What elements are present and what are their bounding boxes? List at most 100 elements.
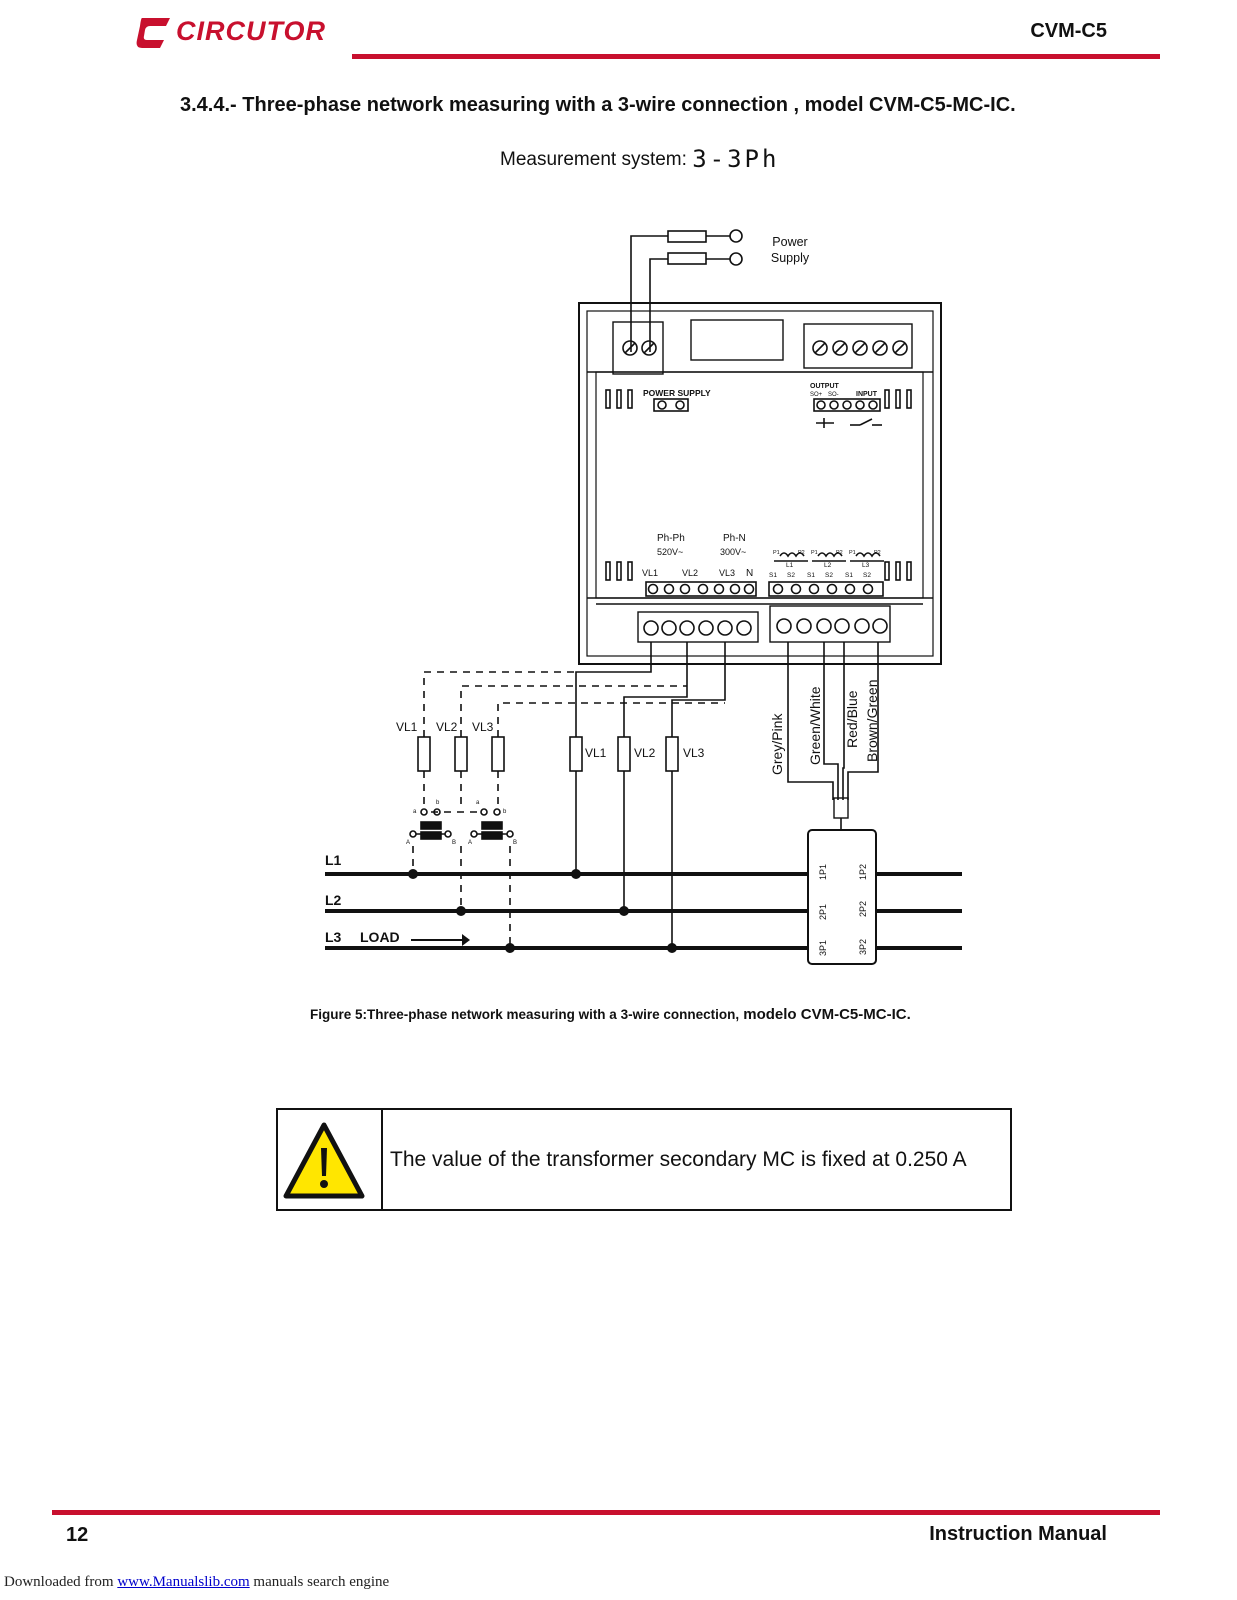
measurement-system-line: Measurement system: 3-3Ph: [500, 145, 779, 173]
device-terminal-vl3: VL3: [719, 568, 735, 578]
fuse-vl3: [665, 736, 679, 772]
download-prefix: Downloaded from: [4, 1574, 118, 1590]
power-lines: [325, 872, 962, 950]
manual-title: Instruction Manual: [929, 1523, 1107, 1545]
vt-label: a: [476, 800, 480, 806]
vt-label: A: [468, 840, 472, 846]
voltage-wiring: [569, 642, 726, 948]
vt-fuse-label-vl2: VL2: [436, 720, 458, 734]
ct-top-label: P2: [798, 550, 805, 556]
manualslib-link[interactable]: www.Manualslib.com: [117, 1574, 250, 1590]
vt-label: B: [513, 840, 517, 846]
ct-module-label: 2P1: [818, 904, 828, 920]
wire-color-grey-pink: Grey/Pink: [769, 713, 785, 775]
ct-phase-label: L1: [786, 562, 794, 569]
fuse-label-vl1: VL1: [585, 746, 607, 760]
ct-top-label: P2: [874, 550, 881, 556]
fuse-label-vl2: VL2: [634, 746, 656, 760]
ct-bottom-label: S2: [825, 572, 833, 579]
device-terminal-vl2: VL2: [682, 568, 698, 578]
circutor-logo: CIRCUTOR: [136, 14, 341, 52]
device-power-supply-label: POWER SUPPLY: [643, 388, 711, 398]
ct-wiring: [787, 642, 879, 830]
footer-rule: [52, 1510, 1160, 1515]
power-supply-terminal-block: [612, 321, 664, 375]
ct-module-label: 3P1: [818, 940, 828, 956]
ct-bottom-label: S1: [769, 572, 777, 579]
ph-n-voltage: 300V~: [720, 547, 746, 557]
download-suffix: manuals search engine: [249, 1574, 390, 1590]
vt-fuse-vl3: [491, 736, 505, 772]
vt-dashed-wiring: [412, 671, 725, 948]
figure-caption-main: Figure 5:Three-phase network measuring w…: [310, 1007, 740, 1022]
document-model: CVM-C5: [1030, 20, 1107, 42]
vt-label: B: [452, 840, 456, 846]
measurement-label: Measurement system:: [500, 149, 687, 170]
power-fuse-2: [667, 252, 707, 265]
page-number: 12: [66, 1524, 89, 1546]
vt-core-1b: [420, 831, 442, 840]
ct-bottom-label: S2: [863, 572, 871, 579]
device-input-label: INPUT: [856, 391, 878, 398]
warning-note: The value of the transformer secondary M…: [276, 1108, 1012, 1211]
vt-label: A: [406, 840, 410, 846]
ct-top-label: P1: [773, 550, 780, 556]
fuse-vl2: [617, 736, 631, 772]
ct-module-label: 1P1: [818, 864, 828, 880]
brand-name: CIRCUTOR: [176, 16, 327, 46]
vt-core-1a: [420, 821, 442, 830]
figure-caption-model: modelo CVM-C5-MC-IC.: [739, 1006, 911, 1023]
power-supply-fuses: [630, 229, 743, 352]
power-terminal-2: [729, 252, 743, 266]
vt-fuse-label-vl3: VL3: [472, 720, 494, 734]
ct-bottom-label: S1: [845, 572, 853, 579]
figure-caption: Figure 5:Three-phase network measuring w…: [310, 1006, 911, 1023]
warning-icon: [283, 1122, 365, 1199]
vt-label: b: [436, 800, 440, 806]
wiring-diagram: Power Supply POWER SUPPLY OUTPUT SO+ SO-…: [325, 229, 962, 965]
ct-top-label: P1: [811, 550, 818, 556]
voltage-terminal-block: [637, 611, 759, 643]
ph-n-label: Ph-N: [723, 533, 746, 544]
ct-module-label: 3P2: [858, 939, 868, 955]
measurement-display: 3-3Ph: [692, 145, 780, 173]
vt-label: b: [503, 809, 507, 815]
ct-top-label: P1: [849, 550, 856, 556]
download-notice: Downloaded from www.Manualslib.com manua…: [4, 1574, 389, 1591]
power-supply-label-2: Supply: [771, 251, 810, 265]
vt-label: a: [413, 809, 417, 815]
vt-core-2a: [481, 821, 503, 830]
current-terminal-block: [769, 605, 891, 643]
meter-device: [578, 302, 942, 665]
load-label: LOAD: [360, 929, 400, 945]
wire-color-red-blue: Red/Blue: [844, 690, 860, 748]
ct-bottom-label: S2: [787, 572, 795, 579]
ct-phase-label: L3: [862, 562, 870, 569]
junction-dots: [408, 869, 677, 953]
ct-module: [807, 829, 877, 965]
section-heading: 3.4.4.- Three-phase network measuring wi…: [180, 94, 1016, 116]
ct-module-label: 2P2: [858, 901, 868, 917]
wire-color-brown-green: Brown/Green: [864, 680, 880, 762]
device-output-label: OUTPUT: [810, 383, 840, 390]
device-terminal-n: N: [746, 568, 753, 579]
ct-bottom-label: S1: [807, 572, 815, 579]
power-terminal-1: [729, 229, 743, 243]
line-label-l3: L3: [325, 929, 342, 945]
device-so-plus-label: SO+: [810, 392, 823, 398]
ct-top-label: P2: [836, 550, 843, 556]
header-rule: [352, 54, 1160, 59]
ph-ph-label: Ph-Ph: [657, 533, 685, 544]
vt-fuse-vl2: [454, 736, 468, 772]
vt-core-2b: [481, 831, 503, 840]
fuse-label-vl3: VL3: [683, 746, 705, 760]
power-fuse-1: [667, 230, 707, 243]
circutor-logo-mark: [136, 18, 170, 48]
ct-module-label: 1P2: [858, 864, 868, 880]
line-label-l1: L1: [325, 852, 342, 868]
power-supply-label-1: Power: [772, 235, 807, 249]
warning-icon-cell: [278, 1110, 383, 1209]
device-terminal-vl1: VL1: [642, 568, 658, 578]
vt-fuse-vl1: [417, 736, 431, 772]
io-terminal-block: [803, 323, 913, 369]
